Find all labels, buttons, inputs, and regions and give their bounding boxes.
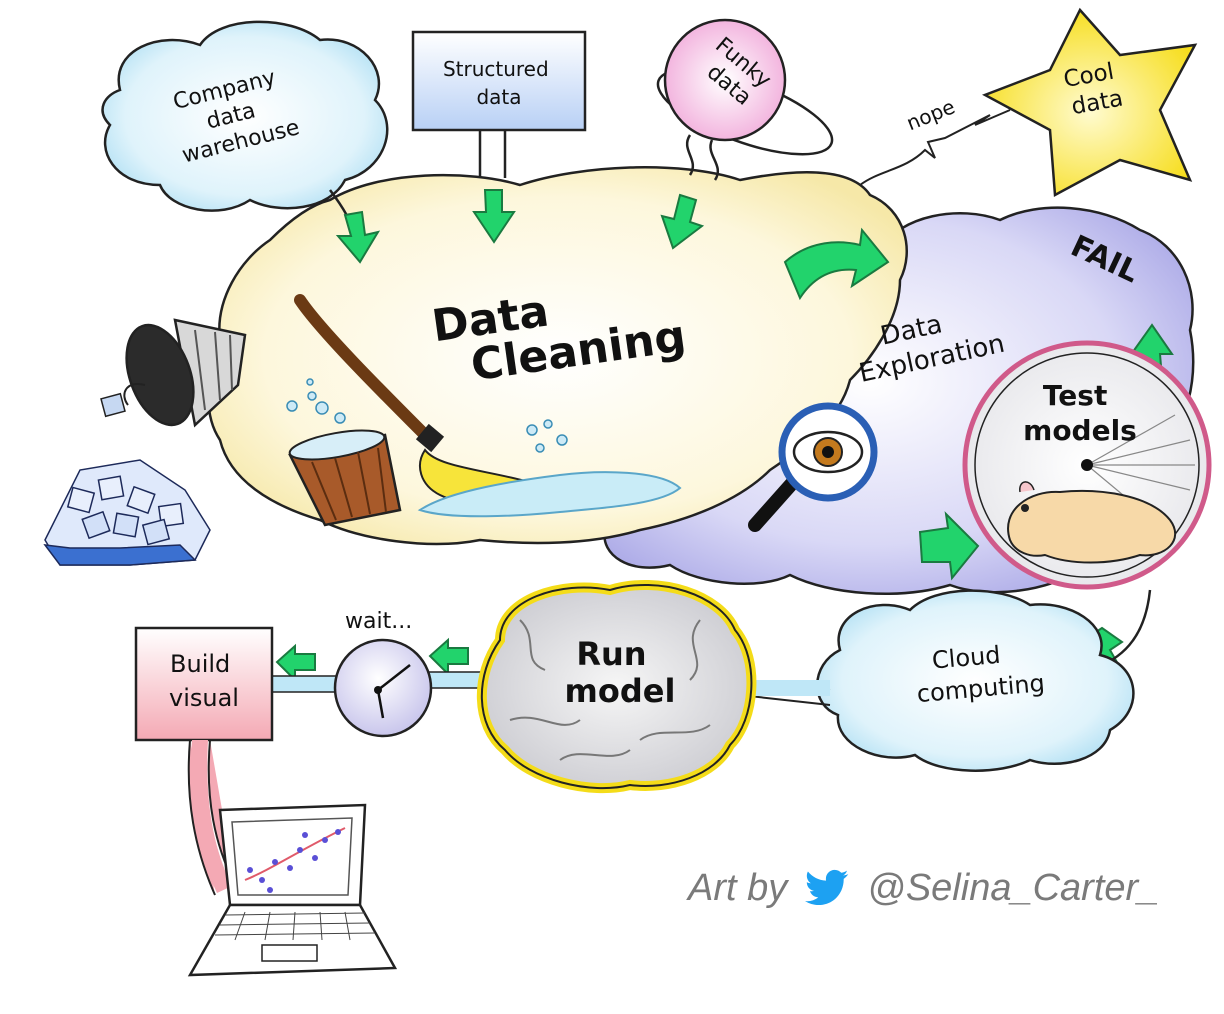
build-line-1: Build	[170, 650, 230, 678]
svg-text:Test models: Test models	[1023, 379, 1137, 447]
svg-text:Cloud computing: Cloud computing	[913, 637, 1046, 708]
structured-line-2: data	[476, 85, 521, 109]
run-line-1: Run	[576, 635, 646, 673]
test-line-1: Test	[1043, 379, 1107, 412]
svg-text:Run model: Run model	[565, 635, 676, 710]
hamster-wheel-icon	[962, 340, 1212, 590]
puddle	[417, 471, 682, 518]
structured-arrow	[472, 189, 516, 244]
structured-data-box: Structured data	[411, 30, 587, 178]
bucket-icon	[288, 429, 402, 527]
warehouse-arrow	[335, 210, 381, 264]
credit-prefix: Art by	[688, 866, 788, 909]
brain-icon	[476, 579, 757, 793]
funky-data-planet: Funky data	[656, 18, 834, 181]
cloud-line-1: Cloud	[931, 641, 1002, 675]
magnifier-eye-icon	[748, 402, 878, 532]
test-line-2: models	[1023, 414, 1137, 447]
wait-to-build-arrow	[275, 643, 316, 683]
laptop-icon	[187, 803, 398, 977]
structured-line-1: Structured	[443, 57, 549, 81]
cleaning-to-exploration-arrow	[783, 227, 890, 301]
build-line-2: visual	[169, 684, 239, 712]
ice-cubes-icon	[43, 459, 211, 566]
run-line-2: model	[565, 672, 676, 710]
trash-can-icon	[100, 318, 247, 428]
cloud-computing-cloud	[816, 589, 1135, 772]
warehouse-cloud: Company data warehouse	[101, 20, 389, 236]
svg-text:Build visual: Build visual	[169, 650, 239, 712]
svg-text:Structured data: Structured data	[443, 57, 555, 109]
run-to-wait-arrow	[428, 637, 469, 677]
funky-arrow	[660, 193, 705, 250]
nope-label: nope	[903, 94, 958, 135]
bubbles	[286, 378, 568, 453]
twitter-icon	[805, 869, 849, 906]
clock-icon	[333, 638, 433, 738]
nope-zigzag	[859, 109, 1011, 186]
wait-label: wait...	[345, 609, 412, 634]
build-visual-box: Build visual	[134, 626, 274, 742]
cool-data-star: Cool data	[982, 7, 1198, 198]
credit-handle: @Selina_Carter_	[867, 866, 1160, 909]
exploration-to-test-arrow	[918, 511, 980, 581]
artist-credit: Art by @Selina_Carter_	[688, 866, 1159, 910]
